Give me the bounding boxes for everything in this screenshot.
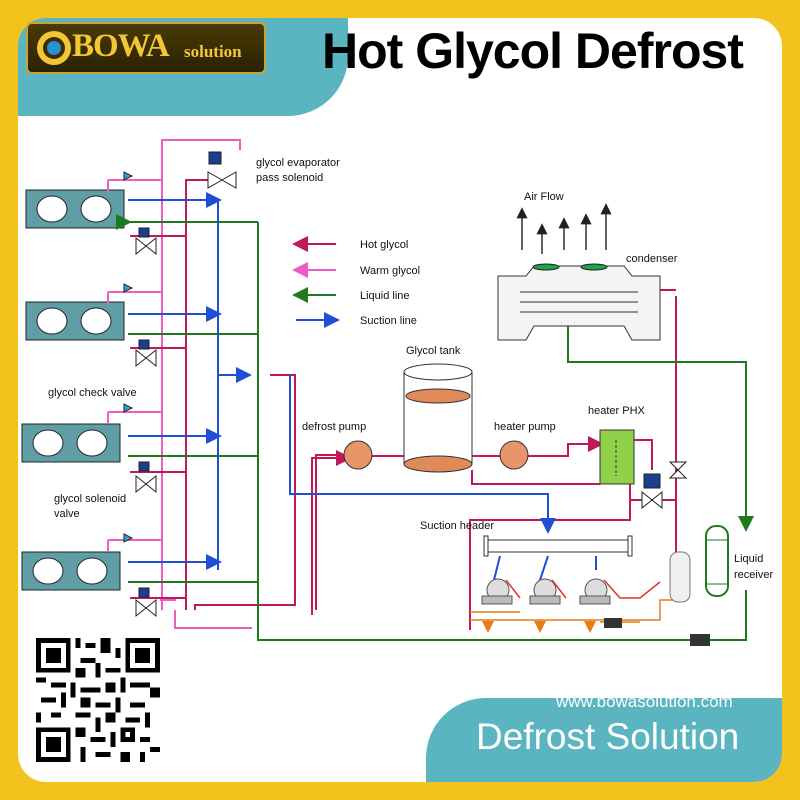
footer-band: [426, 698, 782, 782]
svg-text:valve: valve: [54, 508, 80, 520]
svg-text:Glycol tank: Glycol tank: [406, 345, 461, 357]
discharge-lines: [505, 579, 661, 599]
svg-text:heater PHX: heater PHX: [588, 405, 646, 417]
legend-arrows: [292, 236, 340, 328]
air-flow-label: Air Flow: [524, 191, 564, 203]
website-url: www.bowasolution.com: [556, 692, 733, 711]
evaporator-4: [21, 551, 121, 591]
suction-lines: [128, 192, 597, 581]
liquid-receiver-label-2: receiver: [734, 569, 773, 581]
svg-text:glycol solenoid: glycol solenoid: [54, 493, 126, 505]
liquid-receiver: [705, 525, 729, 597]
defrost-pump-label: defrost pump: [302, 421, 366, 433]
svg-text:Liquid: Liquid: [734, 553, 763, 565]
logo-brand-text: BOWA: [72, 28, 170, 64]
svg-text:Suction line: Suction line: [360, 315, 417, 327]
evaporator-3: [21, 423, 121, 463]
heater-phx-label: heater PHX: [588, 405, 646, 417]
solenoid-valve-label-1: glycol solenoid: [54, 493, 126, 505]
legend-suction-line: Suction line: [360, 315, 417, 327]
svg-text:glycol evaporator: glycol evaporator: [256, 157, 340, 169]
svg-text:Hot glycol: Hot glycol: [360, 239, 408, 251]
svg-text:pass solenoid: pass solenoid: [256, 172, 323, 184]
suction-header-label: Suction header: [420, 520, 494, 532]
liquid-receiver-label-1: Liquid: [734, 553, 763, 565]
filter-drier-icon: [604, 618, 622, 628]
brand-logo: BOWA solution: [26, 22, 266, 74]
solenoid-valve-label-2: valve: [54, 508, 80, 520]
svg-text:Suction header: Suction header: [420, 520, 494, 532]
logo-sub-text: solution: [184, 42, 242, 61]
legend-hot-glycol: Hot glycol: [360, 239, 408, 251]
condenser: [497, 263, 661, 341]
check-valve-icon: [123, 171, 134, 543]
svg-text:glycol check valve: glycol check valve: [48, 387, 137, 399]
heater-phx: [599, 429, 635, 485]
heater-pump-icon: [499, 440, 529, 470]
gear-logo-icon: [37, 31, 71, 65]
drier-icon: [690, 634, 710, 646]
svg-text:Liquid line: Liquid line: [360, 290, 410, 302]
warm-glycol-lines: [107, 139, 252, 629]
air-flow-arrows: [516, 203, 612, 254]
legend-liquid-line: Liquid line: [360, 290, 410, 302]
footer-tagline: Defrost Solution: [476, 716, 740, 757]
oil-separator: [669, 551, 691, 603]
condenser-label: condenser: [626, 253, 678, 265]
valve-icon: [135, 151, 688, 618]
evaporator-1: [25, 189, 125, 229]
legend-warm-glycol: Warm glycol: [360, 265, 420, 277]
pass-solenoid-label-1: glycol evaporator: [256, 157, 340, 169]
check-valve-label: glycol check valve: [48, 387, 137, 399]
liquid-lines: [116, 214, 754, 641]
svg-text:defrost pump: defrost pump: [302, 421, 366, 433]
tank-icon: [403, 363, 473, 473]
svg-text:heater pump: heater pump: [494, 421, 556, 433]
glycol-tank-label: Glycol tank: [406, 345, 461, 357]
qr-code-icon: [36, 638, 160, 762]
compressor-icon: [481, 578, 611, 605]
svg-text:condenser: condenser: [626, 253, 678, 265]
pass-solenoid-label-2: pass solenoid: [256, 172, 323, 184]
svg-text:Warm glycol: Warm glycol: [360, 265, 420, 277]
page-title: Hot Glycol Defrost: [322, 23, 744, 79]
evaporator-2: [25, 301, 125, 341]
svg-text:Air Flow: Air Flow: [524, 191, 564, 203]
suction-header: [483, 535, 633, 557]
heater-pump-label: heater pump: [494, 421, 556, 433]
svg-text:receiver: receiver: [734, 569, 773, 581]
defrost-pump-icon: [343, 440, 373, 470]
